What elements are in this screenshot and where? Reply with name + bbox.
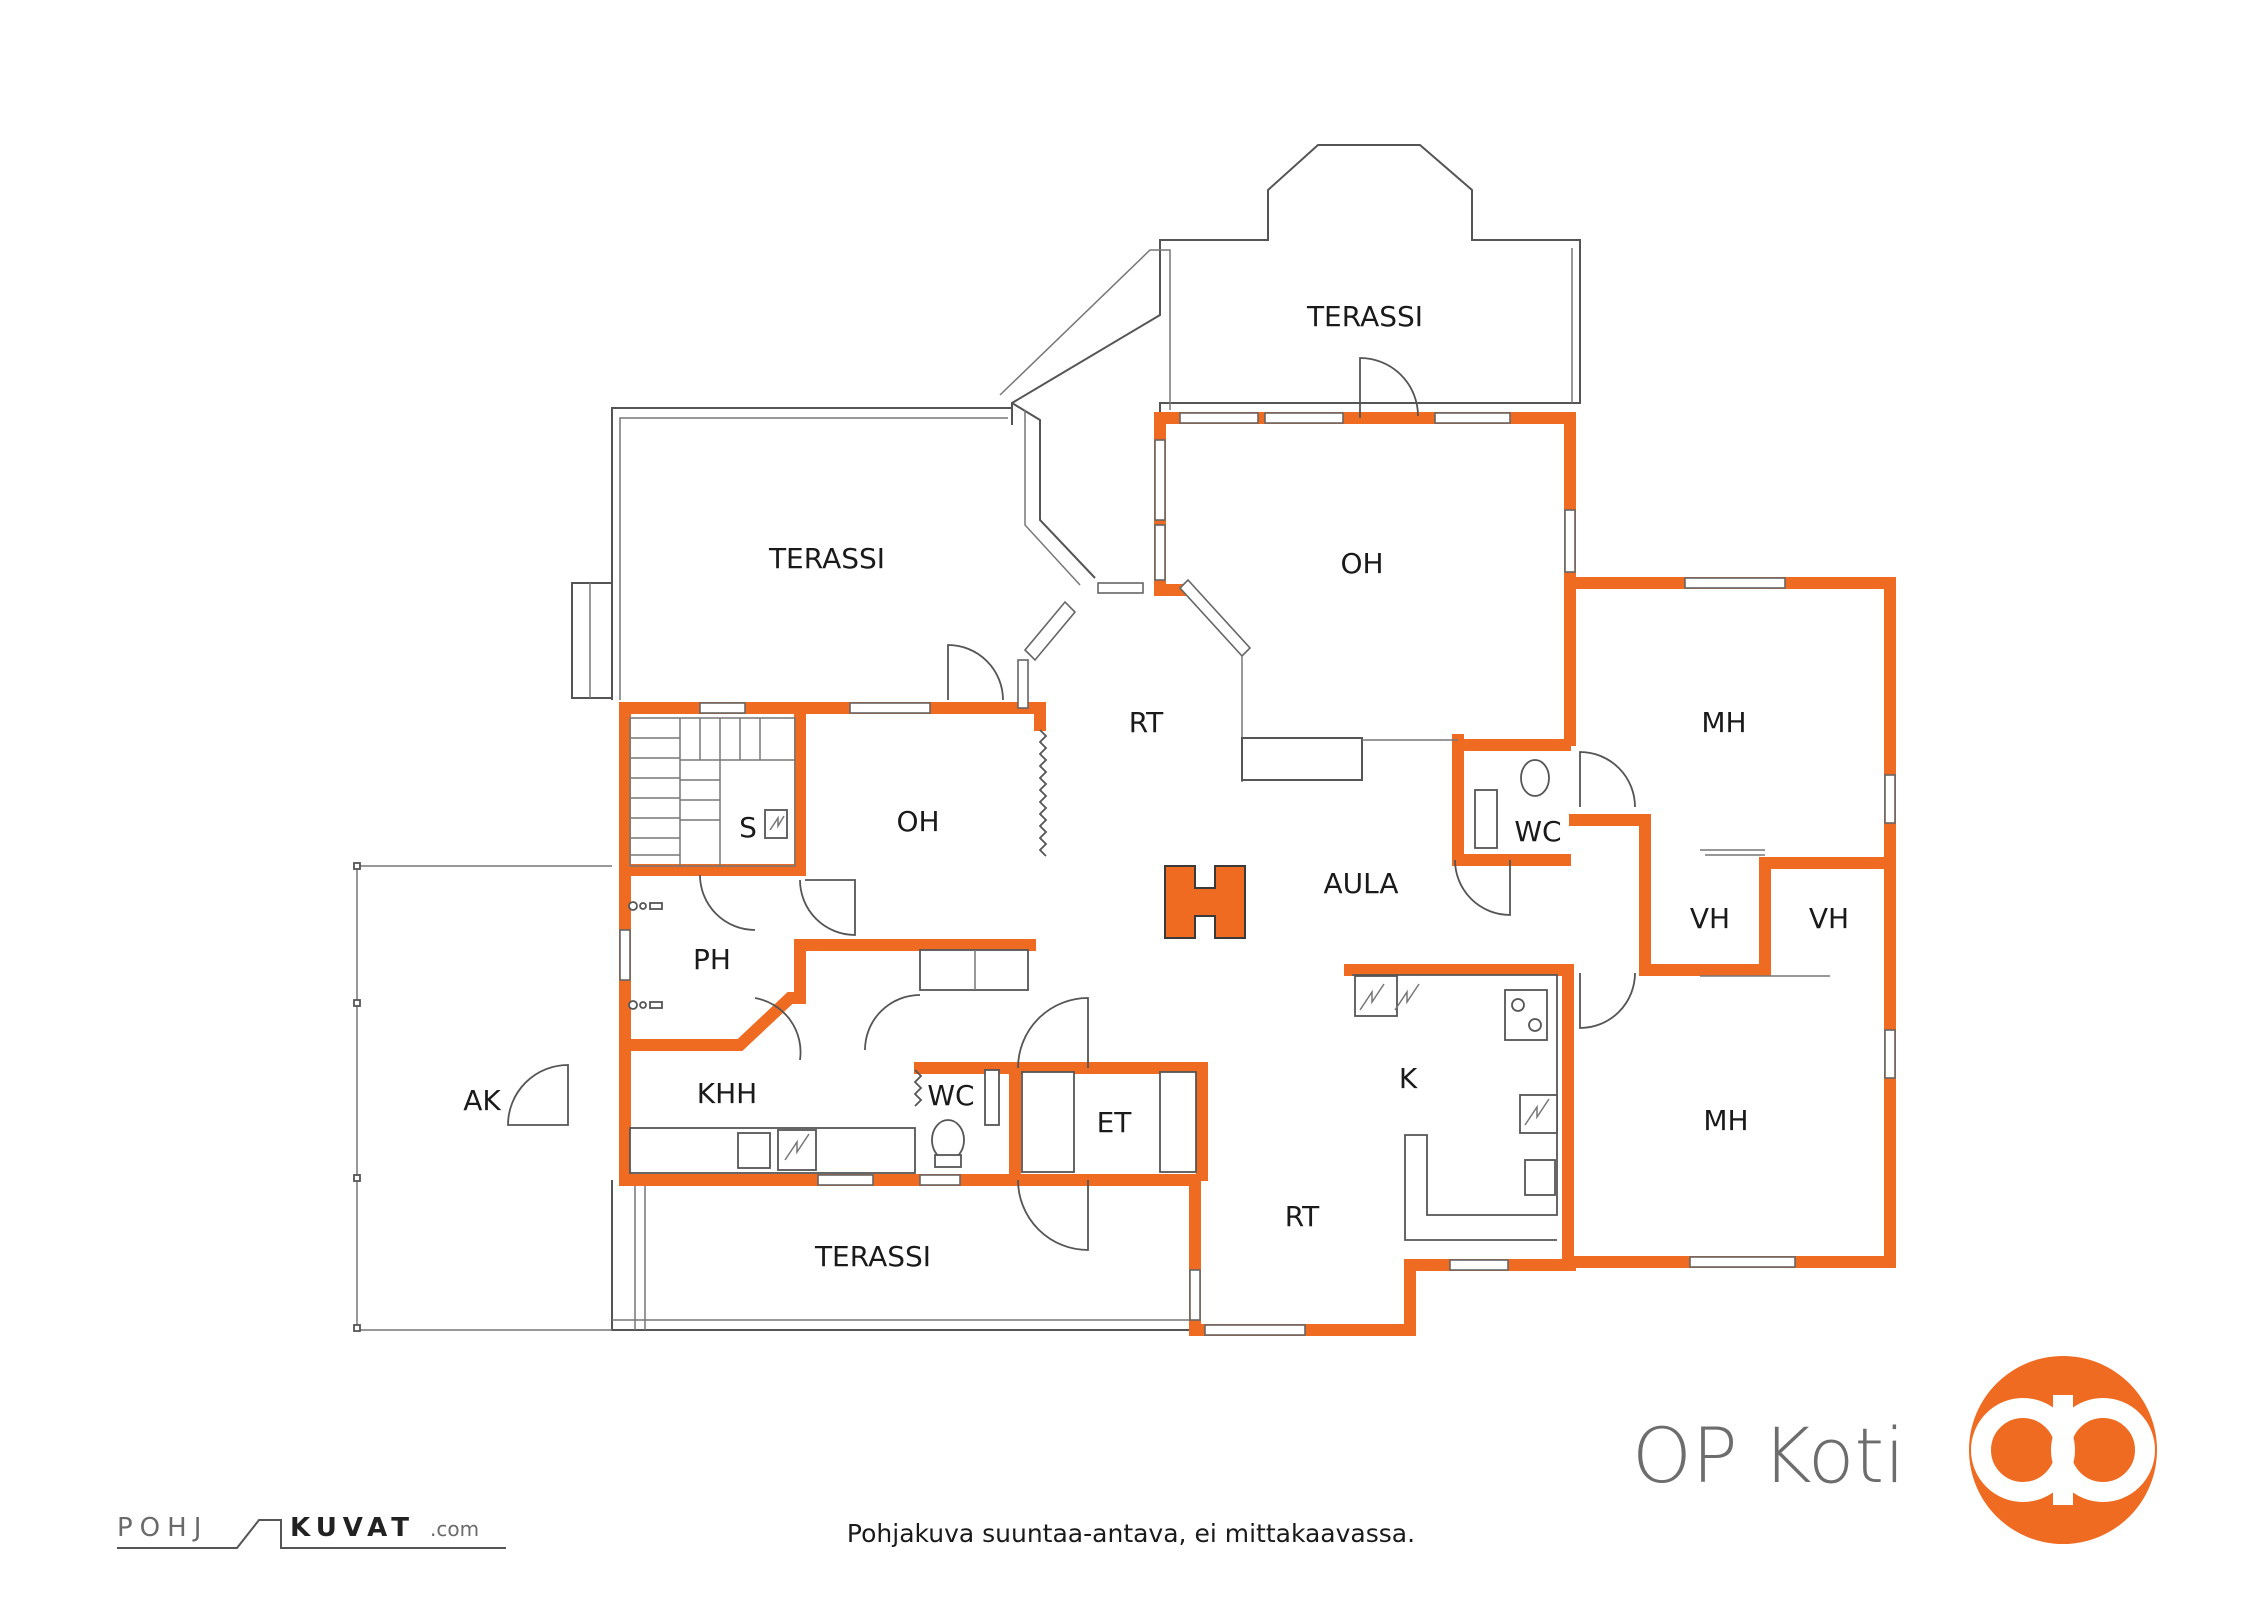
- op-logo-icon: [1969, 1356, 2157, 1544]
- shower-icon: [628, 901, 663, 1010]
- room-label-vh-right: VH: [1809, 902, 1849, 935]
- pohjakuvat-logo-part3: .com: [430, 1517, 479, 1541]
- room-label-wc-left: WC: [927, 1079, 974, 1112]
- room-label-rt-bottom: RT: [1285, 1200, 1320, 1233]
- room-label-terassi-top: TERASSI: [1306, 300, 1423, 333]
- room-label-oh-top: OH: [1340, 547, 1383, 580]
- disclaimer-caption: Pohjakuva suuntaa-antava, ei mittakaavas…: [847, 1519, 1415, 1548]
- room-label-terassi-left: TERASSI: [768, 542, 885, 575]
- room-label-wc-right: WC: [1514, 815, 1561, 848]
- room-label-oh-left: OH: [896, 805, 939, 838]
- pohjakuvat-logo: POHJ KUVAT .com: [117, 1513, 506, 1549]
- brand-name: OP Koti: [1632, 1411, 1905, 1500]
- stairs-icon: [629, 717, 796, 867]
- toilet-icon: [931, 1119, 965, 1161]
- pohjakuvat-logo-part1: POHJ: [117, 1513, 208, 1543]
- room-labels: TERASSI TERASSI TERASSI OH OH RT RT AULA…: [463, 300, 1849, 1273]
- room-label-k: K: [1399, 1062, 1418, 1095]
- room-label-khh: KHH: [697, 1077, 757, 1110]
- room-label-s: S: [739, 811, 757, 844]
- room-label-ph: PH: [693, 943, 731, 976]
- pohjakuvat-logo-part2: KUVAT: [290, 1513, 415, 1543]
- room-label-rt-top: RT: [1129, 706, 1164, 739]
- room-label-aula: AULA: [1323, 867, 1398, 900]
- windows: [619, 412, 1896, 1336]
- sink-icon: [737, 1132, 771, 1169]
- room-label-terassi-bottom: TERASSI: [814, 1240, 931, 1273]
- room-label-vh-left: VH: [1690, 902, 1730, 935]
- room-label-mh-top: MH: [1701, 706, 1746, 739]
- room-label-et: ET: [1097, 1106, 1133, 1139]
- doors: [507, 357, 1830, 1251]
- fireplace-icon: [1164, 865, 1246, 939]
- fixtures: [628, 717, 1765, 1241]
- room-label-ak: AK: [463, 1084, 501, 1117]
- sauna-stove-icon: [764, 809, 788, 839]
- room-label-mh-bottom: MH: [1703, 1104, 1748, 1137]
- op-koti-brand: OP Koti: [1632, 1356, 2157, 1544]
